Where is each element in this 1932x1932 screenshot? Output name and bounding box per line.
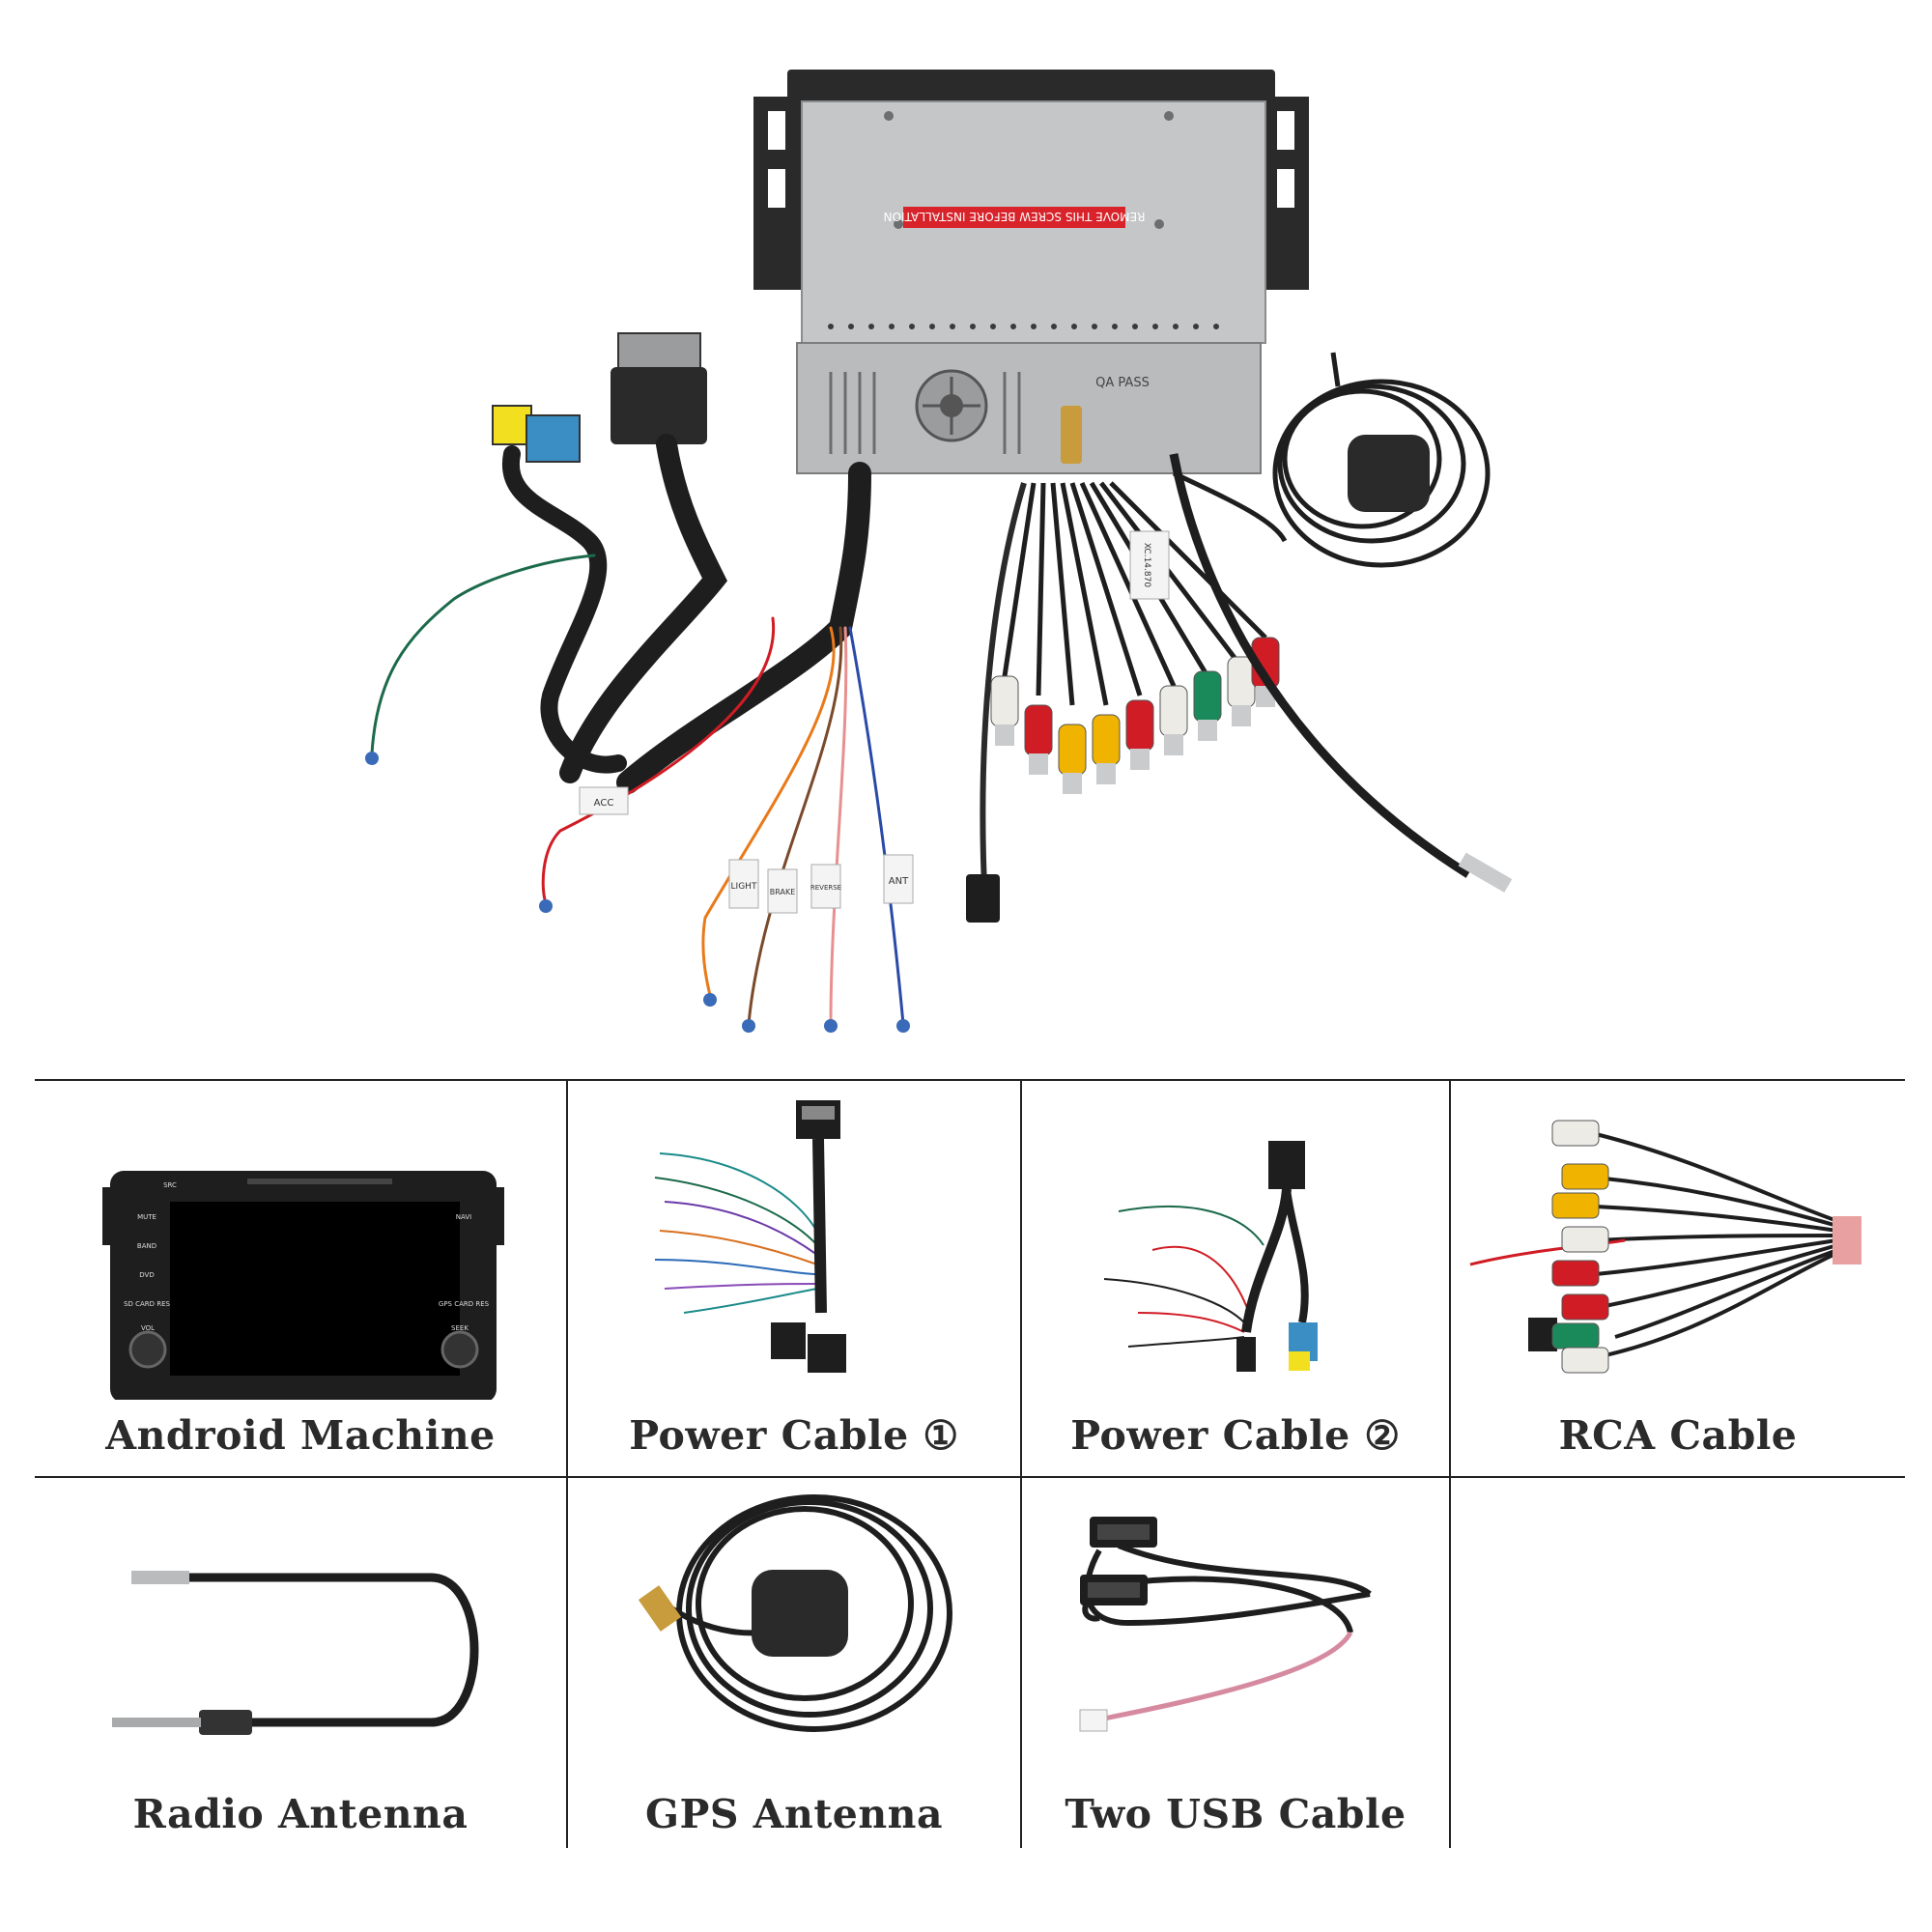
cell-power-cable-2: Power Cable ② <box>1022 1081 1449 1476</box>
vent-dot <box>950 324 955 329</box>
gps-puck <box>1348 435 1430 512</box>
vent-dot <box>848 324 854 329</box>
rca-plug-tip <box>1063 773 1082 794</box>
label-rca-cable: RCA Cable <box>1558 1412 1798 1459</box>
btn-gps: GPS CARD RES <box>439 1300 490 1308</box>
vent-dot <box>990 324 996 329</box>
gps-antenna-icon <box>638 1494 952 1732</box>
label-power-cable-2: Power Cable ② <box>1070 1412 1401 1459</box>
label-android-machine: Android Machine <box>105 1412 496 1459</box>
rear-panel <box>796 342 1262 474</box>
rca-cable-icon <box>1469 1120 1861 1374</box>
two-usb-cable-icon <box>1079 1517 1372 1732</box>
vent-dot <box>1152 324 1158 329</box>
rca-cell-plug <box>1551 1120 1600 1147</box>
btn-dvd: DVD <box>139 1271 154 1279</box>
rca-plug-tip <box>1029 753 1048 775</box>
warning-text: REMOVE THIS SCREW BEFORE INSTALLATION <box>884 210 1146 223</box>
tag-light: LIGHT <box>731 882 757 892</box>
btn-sd: SD CARD RES <box>124 1300 171 1308</box>
btn-band: BAND <box>137 1242 156 1250</box>
tag-reverse: REVERSE <box>810 884 841 892</box>
cell-empty <box>1451 1478 1905 1848</box>
rca-plug-tip <box>995 724 1014 746</box>
rca-plug <box>990 675 1019 727</box>
cell-rca-cable: RCA Cable <box>1451 1081 1905 1476</box>
vent-dot <box>1173 324 1179 329</box>
vent-dot <box>868 324 874 329</box>
vent-dot <box>889 324 895 329</box>
vent-dot <box>970 324 976 329</box>
radio-antenna-icon <box>112 1571 479 1735</box>
rca-plug-tip <box>1164 734 1183 755</box>
vent-dot <box>1051 324 1057 329</box>
vent-dot <box>1010 324 1016 329</box>
vent-dot <box>1213 324 1219 329</box>
vent-dot <box>1092 324 1097 329</box>
rca-cell-plug <box>1561 1163 1609 1190</box>
android-head-unit-icon: SRC MUTE BAND DVD SD CARD RES NAVI GPS C… <box>102 1171 504 1400</box>
rca-plug <box>1193 670 1222 723</box>
rca-plug <box>1125 699 1154 752</box>
cable-code: XC.14.870 <box>1142 543 1151 587</box>
rca-plug-tip <box>1232 705 1251 726</box>
hero-product-image: REMOVE THIS SCREW BEFORE INSTALLATION QA… <box>365 70 1513 1033</box>
label-gps-antenna: GPS Antenna <box>644 1791 944 1837</box>
vent-dot <box>929 324 935 329</box>
rca-plug <box>1058 724 1087 776</box>
cell-android-machine: SRC MUTE BAND DVD SD CARD RES NAVI GPS C… <box>35 1081 566 1476</box>
iso-connector <box>492 405 581 463</box>
rca-cell-plug <box>1561 1226 1609 1253</box>
btn-src: SRC <box>163 1181 177 1189</box>
label-power-cable-1: Power Cable ① <box>629 1412 959 1459</box>
tag-ant: ANT <box>889 876 909 887</box>
label-two-usb-cable: Two USB Cable <box>1065 1791 1406 1837</box>
rca-cell-plug <box>1561 1293 1609 1321</box>
rca-cell-plug <box>1561 1347 1609 1374</box>
rca-plug <box>1024 704 1053 756</box>
cell-gps-antenna: GPS Antenna <box>568 1478 1020 1848</box>
power-cable-1-icon <box>654 1100 846 1373</box>
rca-plug <box>1092 714 1121 766</box>
small-black-plug <box>966 874 1000 923</box>
qa-sticker: QA PASS <box>1095 376 1150 390</box>
tag-acc: ACC <box>594 798 614 809</box>
vent-dot <box>1193 324 1199 329</box>
vent-dot <box>909 324 915 329</box>
rca-cell-plug <box>1551 1260 1600 1287</box>
vent-dot <box>1071 324 1077 329</box>
vent-dot <box>1112 324 1118 329</box>
vent-dot <box>1132 324 1138 329</box>
btn-navi: NAVI <box>456 1213 471 1221</box>
cell-radio-antenna: Radio Antenna <box>35 1478 566 1848</box>
label-radio-antenna: Radio Antenna <box>132 1791 469 1837</box>
rca-plug <box>1227 656 1256 708</box>
cooling-fan <box>915 369 988 442</box>
rca-cell-plug <box>1551 1192 1600 1219</box>
vent-dot <box>828 324 834 329</box>
rca-cell-plug <box>1551 1322 1600 1350</box>
main-connector <box>611 332 707 444</box>
tag-brake: BRAKE <box>770 888 796 896</box>
antenna-tip <box>1458 852 1513 893</box>
cell-two-usb-cable: Two USB Cable <box>1022 1478 1449 1848</box>
btn-seek: SEEK <box>451 1324 469 1332</box>
rca-plug-tip <box>1198 720 1217 741</box>
power-cable-2-icon <box>1103 1141 1318 1372</box>
btn-mute: MUTE <box>137 1213 156 1221</box>
warning-sticker <box>903 207 1125 228</box>
rca-plug-tip <box>1130 749 1150 770</box>
rca-plug-tip <box>1096 763 1116 784</box>
vent-dot <box>1031 324 1037 329</box>
btn-vol: VOL <box>141 1324 155 1332</box>
rca-plug <box>1159 685 1188 737</box>
cell-power-cable-1: Power Cable ① <box>568 1081 1020 1476</box>
